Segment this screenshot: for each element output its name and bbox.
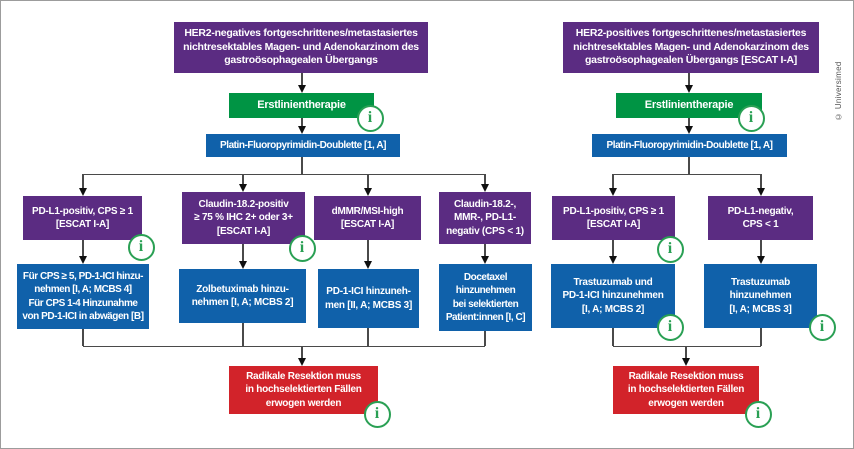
copyright-label: © Universimed xyxy=(834,61,843,121)
flow-line xyxy=(242,244,244,261)
arrow-down-icon xyxy=(363,261,372,269)
flow-line xyxy=(688,73,690,86)
node-therapy-trastuzumab: Trastuzumab hinzunehmen [I, A; MCBS 3] xyxy=(704,264,817,328)
node-therapy-docetaxel: Docetaxel hinzunehmen bei selektierten P… xyxy=(439,264,532,331)
node-resection-right: Radikale Resektion muss in hochselektier… xyxy=(613,366,759,414)
arrow-down-icon xyxy=(78,256,87,264)
arrow-down-icon xyxy=(684,126,693,134)
arrow-down-icon xyxy=(297,85,306,93)
flow-line xyxy=(82,174,84,188)
node-her2-positive-root: HER2-positives fortgeschrittenes/metasta… xyxy=(563,22,819,73)
info-icon[interactable]: i xyxy=(656,313,684,341)
flow-line xyxy=(301,73,303,86)
info-icon[interactable]: i xyxy=(356,104,384,132)
info-icon[interactable]: i xyxy=(808,313,836,341)
node-therapy-pd1ici: PD-1-ICI hinzuneh- men [II, A; MCBS 3] xyxy=(318,269,419,328)
node-therapy-pd1ici-cps5: Für CPS ≥ 5, PD-1-ICI hinzu- nehmen [I, … xyxy=(17,264,149,329)
flow-line xyxy=(760,240,762,256)
flow-line xyxy=(613,173,761,175)
flow-line xyxy=(484,244,486,256)
flow-line xyxy=(242,323,244,346)
info-icon[interactable]: i xyxy=(288,234,316,262)
info-icon[interactable]: i xyxy=(737,104,765,132)
node-pdl1-positive-right: PD-L1-positiv, CPS ≥ 1 [ESCAT I-A] xyxy=(552,196,675,240)
info-icon[interactable]: i xyxy=(744,400,772,428)
flow-line xyxy=(367,174,369,188)
arrow-down-icon xyxy=(78,188,87,196)
arrow-down-icon xyxy=(756,256,765,264)
info-icon-glyph: i xyxy=(819,318,825,335)
info-icon-glyph: i xyxy=(374,405,380,422)
flow-line xyxy=(367,328,369,346)
flow-line xyxy=(760,174,762,188)
arrow-down-icon xyxy=(480,256,489,264)
node-dmmr-msi-high: dMMR/MSI-high [ESCAT I-A] xyxy=(314,196,421,240)
arrow-down-icon xyxy=(363,188,372,196)
node-resection-left: Radikale Resektion muss in hochselektier… xyxy=(229,366,378,414)
flow-line xyxy=(484,331,486,346)
flow-line xyxy=(484,174,486,184)
flow-line xyxy=(685,346,687,358)
info-icon-glyph: i xyxy=(299,239,305,256)
info-icon[interactable]: i xyxy=(127,233,155,261)
flow-line xyxy=(760,328,762,346)
flow-line xyxy=(301,118,303,127)
node-firstline-left: Erstlinientherapie xyxy=(229,93,374,118)
flow-line xyxy=(83,345,485,347)
arrow-down-icon xyxy=(238,261,247,269)
arrow-down-icon xyxy=(238,184,247,192)
flow-line xyxy=(688,118,690,127)
info-icon-glyph: i xyxy=(755,405,761,422)
flow-line xyxy=(301,157,303,174)
flow-line xyxy=(613,345,761,347)
flow-line xyxy=(82,240,84,256)
arrow-down-icon xyxy=(480,184,489,192)
info-icon-glyph: i xyxy=(748,109,754,126)
flow-line xyxy=(242,174,244,184)
info-icon-glyph: i xyxy=(367,109,373,126)
node-therapy-trastuzumab-pd1ici: Trastuzumab und PD-1-ICI hinzunehmen [I,… xyxy=(551,264,675,328)
flow-line xyxy=(612,174,614,188)
arrow-down-icon xyxy=(681,358,690,366)
node-doublet-right: Platin-Fluoropyrimidin-Doublette [1, A] xyxy=(592,134,787,157)
info-icon[interactable]: i xyxy=(656,235,684,263)
node-therapy-zolbetuximab: Zolbetuximab hinzu- nehmen [I, A; MCBS 2… xyxy=(179,269,306,323)
flow-line xyxy=(82,329,84,346)
arrow-down-icon xyxy=(608,188,617,196)
flow-line xyxy=(301,346,303,358)
node-pdl1-negative-right: PD-L1-negativ, CPS < 1 xyxy=(708,196,813,240)
arrow-down-icon xyxy=(756,188,765,196)
flow-line xyxy=(612,328,614,346)
flow-line xyxy=(612,240,614,256)
info-icon-glyph: i xyxy=(667,240,673,257)
info-icon-glyph: i xyxy=(138,238,144,255)
node-doublet-left: Platin-Fluoropyrimidin-Doublette [1, A] xyxy=(206,134,400,157)
node-pdl1-positive-left: PD-L1-positiv, CPS ≥ 1 [ESCAT I-A] xyxy=(23,196,142,240)
info-icon[interactable]: i xyxy=(363,400,391,428)
node-claudin-positive: Claudin-18.2-positiv ≥ 75 % IHC 2+ oder … xyxy=(182,192,305,244)
arrow-down-icon xyxy=(608,256,617,264)
arrow-down-icon xyxy=(684,85,693,93)
flow-line xyxy=(688,157,690,174)
node-her2-negative-root: HER2-negatives fortgeschrittenes/metasta… xyxy=(174,22,428,73)
info-icon-glyph: i xyxy=(667,318,673,335)
flow-line xyxy=(367,240,369,261)
node-triple-negative: Claudin-18.2-, MMR-, PD-L1- negativ (CPS… xyxy=(439,192,531,244)
flow-line xyxy=(83,173,485,175)
arrow-down-icon xyxy=(297,358,306,366)
arrow-down-icon xyxy=(297,126,306,134)
